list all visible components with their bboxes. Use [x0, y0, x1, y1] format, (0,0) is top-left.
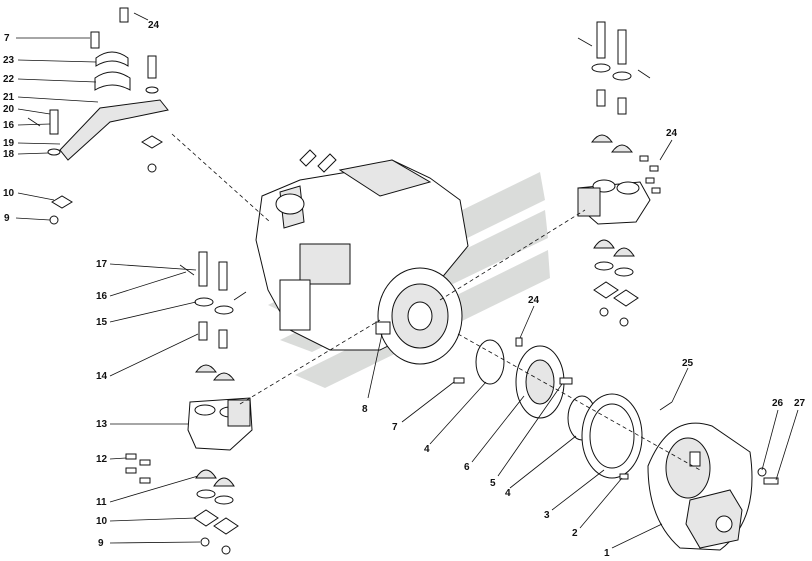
bolt-12c: [139, 459, 151, 466]
spacer-14: [198, 321, 208, 341]
callout-17: 17: [96, 259, 108, 270]
bolt-17: [198, 251, 208, 287]
plate-10-left: [193, 509, 219, 527]
washer-right: [145, 86, 159, 94]
engine-block: [255, 149, 469, 365]
callout-7-lower: 7: [392, 422, 398, 433]
bracket-hole: [194, 404, 216, 416]
callout-24-top: 24: [148, 20, 160, 31]
clamp-upper: [95, 51, 129, 67]
cushion-11: [195, 469, 217, 479]
callout-4-b: 4: [505, 488, 511, 499]
bolt-12: [125, 453, 137, 460]
callout-7: 7: [4, 33, 10, 44]
ring-4a: [475, 339, 505, 385]
callout-6: 6: [464, 462, 470, 473]
bolt-20: [49, 109, 59, 135]
bolt-12d: [139, 477, 151, 484]
callout-12: 12: [96, 454, 108, 465]
washer-26: [757, 467, 767, 477]
callout-13: 13: [96, 419, 108, 430]
plate-10: [51, 195, 73, 209]
bolt-top: [119, 7, 129, 23]
mount-bracket: [59, 99, 169, 161]
cushion-upper-b: [213, 372, 235, 381]
callout-9: 9: [4, 213, 10, 224]
callout-labels: 7 23 22 21 20 16 19 18 10 9 24 17 16 15 …: [3, 20, 806, 559]
left-mount-assembly: [125, 251, 253, 555]
cushion-11b: [213, 477, 235, 487]
clamp-lower: [94, 71, 131, 91]
bolt-17b: [218, 261, 228, 291]
right-mount-assembly: [577, 21, 661, 327]
callout-10-left: 10: [96, 516, 108, 527]
callout-26: 26: [772, 398, 784, 409]
nut-9: [49, 215, 59, 225]
front-mount-assembly: [27, 7, 169, 225]
bolt-7-lower: [453, 377, 465, 384]
callout-22: 22: [3, 74, 15, 85]
callout-24-mid: 24: [528, 295, 540, 306]
callout-15: 15: [96, 317, 108, 328]
callout-21: 21: [3, 92, 15, 103]
callout-9-left: 9: [98, 538, 104, 549]
leader-lines: [15, 37, 799, 549]
clutch-assembly: [453, 337, 779, 551]
spacer-14b: [218, 329, 228, 349]
part-8-block: [375, 321, 391, 335]
plate-10-left-b: [213, 517, 239, 535]
callout-24-right: 24: [666, 128, 678, 139]
plate-10-right: [141, 135, 163, 149]
cushion-upper: [195, 364, 217, 373]
bolt-right-long-b: [617, 29, 627, 65]
callout-18: 18: [3, 149, 15, 160]
bracket-right-flange: [577, 187, 601, 217]
callout-16-left: 16: [96, 291, 108, 302]
pin-2: [619, 473, 629, 480]
bolt-right-long: [596, 21, 606, 59]
callout-2: 2: [572, 528, 578, 539]
washer-18: [47, 148, 61, 156]
callout-14: 14: [96, 371, 108, 382]
callout-1: 1: [604, 548, 610, 559]
washer-15: [194, 297, 214, 307]
pin-5: [559, 377, 573, 385]
pin-24: [515, 337, 523, 347]
callout-19: 19: [3, 138, 15, 149]
bolt-7: [90, 31, 100, 49]
washer-15b: [214, 305, 234, 315]
callout-4-a: 4: [424, 444, 430, 455]
callout-8: 8: [362, 404, 368, 415]
callout-16: 16: [3, 120, 15, 131]
callout-3: 3: [544, 510, 550, 521]
nut-9-right: [147, 163, 157, 173]
callout-25: 25: [682, 358, 694, 369]
bolt-right: [147, 55, 157, 79]
bolt-12b: [125, 467, 137, 474]
callout-27: 27: [794, 398, 806, 409]
bracket-flange: [227, 399, 251, 427]
assembly-lines: [171, 133, 701, 471]
callout-20: 20: [3, 104, 15, 115]
bolt-27: [763, 477, 779, 485]
callout-23: 23: [3, 55, 15, 66]
callout-11: 11: [96, 497, 107, 508]
nut-9-left-b: [221, 545, 231, 555]
nut-9-left: [200, 537, 210, 547]
callout-10: 10: [3, 188, 15, 199]
callout-5: 5: [490, 478, 496, 489]
